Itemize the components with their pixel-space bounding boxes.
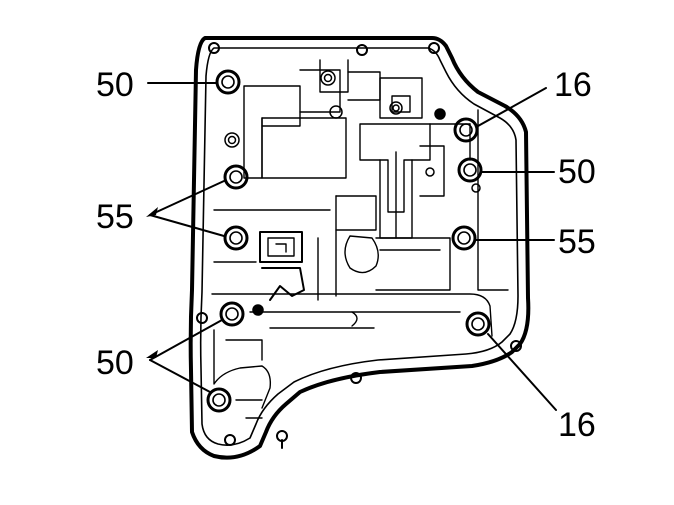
label-right-upper: 50: [558, 153, 596, 191]
leader-left-lower-b: [149, 359, 211, 393]
valve-body-details: [211, 59, 509, 419]
leader-lines: [147, 82, 557, 411]
bolt-left-middle-upper: [223, 164, 249, 190]
leader-arrowheads: [146, 207, 158, 358]
label-bottom-right: 16: [558, 406, 596, 444]
label-top-right: 16: [554, 66, 592, 104]
bolt-top-right: [453, 117, 479, 143]
bolt-top-left: [215, 69, 241, 95]
label-left-lower: 50: [96, 344, 134, 382]
label-left-middle: 55: [96, 198, 134, 236]
bolt-right-middle: [451, 225, 477, 251]
bolt-bottom-right: [465, 311, 491, 337]
bolt-right-upper: [457, 157, 483, 183]
label-right-middle: 55: [558, 223, 596, 261]
minor-bolts: [224, 70, 481, 316]
labelled-bolts: [206, 69, 491, 413]
bolt-left-lower: [219, 301, 245, 327]
leader-bottom-right: [487, 333, 557, 411]
leader-left-middle-a: [149, 180, 225, 216]
bolt-left-middle-lower: [223, 225, 249, 251]
label-top-left: 50: [96, 66, 134, 104]
housing-outline: [188, 36, 531, 460]
leader-left-lower-a: [149, 319, 223, 361]
leader-top-right: [477, 87, 547, 127]
leader-left-middle-b: [149, 214, 225, 237]
callout-labels: 50 16 50 55 55 50 16: [96, 66, 596, 444]
bolt-bottom-left: [206, 387, 232, 413]
